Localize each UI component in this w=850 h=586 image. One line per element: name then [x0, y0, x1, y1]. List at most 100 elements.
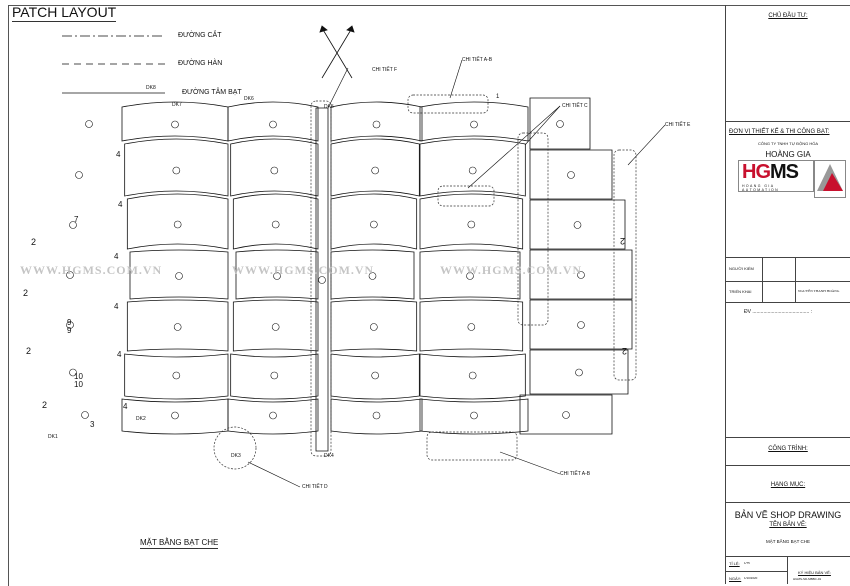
divider [762, 257, 763, 302]
fabric-panel[interactable] [126, 193, 229, 250]
seam-label: 4 [116, 150, 121, 159]
panel-number-marker [69, 221, 77, 229]
panel-number-marker [271, 220, 280, 229]
fabric-panel[interactable] [330, 249, 415, 300]
anchor-label: DK6 [244, 96, 254, 102]
detail-box-ab-top[interactable] [407, 94, 489, 114]
seam-label: 9 [67, 326, 72, 335]
fabric-panel[interactable] [232, 193, 319, 250]
callout-detail-e[interactable]: CHI TIẾT E [665, 122, 691, 128]
detail-box-e[interactable] [613, 149, 637, 381]
drawing-type: BẢN VẼ SHOP DRAWING [734, 510, 842, 520]
callout-detail-ab-bottom[interactable]: CHI TIẾT A-B [560, 471, 591, 477]
fabric-panel[interactable] [529, 299, 633, 350]
panel-number-marker [372, 411, 381, 420]
panel-number-marker [175, 272, 183, 280]
panel-number-marker [273, 272, 281, 280]
edge-label: 2 [26, 346, 32, 356]
logo-sub: HOANG GIA AUTOMATION [742, 184, 780, 192]
watermark: WWW.HGMS.COM.VN [20, 263, 163, 277]
fabric-panel[interactable] [227, 101, 319, 142]
fabric-panel[interactable] [227, 398, 319, 435]
panel-number-marker [269, 120, 277, 129]
seam-label: 10 [74, 372, 83, 381]
drafter-label: TRIỂN KHAI [729, 289, 752, 294]
fabric-panel[interactable] [235, 249, 319, 300]
anchor-label: DK3 [231, 453, 241, 459]
panel-group [66, 97, 633, 452]
detail-box-c[interactable] [437, 185, 495, 207]
scale-label: TỈ LỆ: [729, 561, 740, 566]
fabric-panel[interactable] [419, 299, 524, 352]
panel-number-marker [567, 171, 575, 179]
watermark: WWW.HGMS.COM.VN [232, 263, 375, 277]
fabric-panel[interactable] [315, 107, 329, 452]
fabric-panel[interactable] [124, 353, 229, 400]
designer-label: ĐƠN VỊ THIẾT KẾ & THI CÔNG BẠT: [729, 129, 830, 135]
fabric-panel[interactable] [230, 138, 319, 197]
fabric-panel[interactable] [419, 193, 524, 250]
detail-circle-d[interactable] [213, 426, 257, 470]
fabric-panel[interactable] [529, 97, 591, 150]
panel-number-marker [173, 323, 182, 331]
edge-label: 2 [622, 346, 628, 356]
fabric-panel[interactable] [529, 249, 633, 300]
fabric-panel[interactable] [419, 138, 526, 197]
callout-detail-c[interactable]: CHI TIẾT C [562, 103, 588, 109]
fabric-panel[interactable] [330, 299, 418, 352]
panel-number-marker [556, 120, 564, 128]
callout-detail-ab-top[interactable]: CHI TIẾT A-B [462, 57, 493, 63]
anchor-label: DK5 [324, 104, 334, 110]
callout-detail-f[interactable]: CHI TIẾT F [372, 67, 398, 73]
divider [726, 465, 850, 466]
fabric-panel[interactable] [529, 149, 613, 200]
fabric-panel[interactable] [126, 299, 229, 352]
panel-number-marker [467, 220, 476, 229]
seam-label: 10 [74, 380, 83, 389]
fabric-panel[interactable] [124, 138, 229, 197]
company-line: CÔNG TY TNHH TỰ ĐỘNG HÓA [757, 141, 818, 146]
legend-center-label: ĐƯỜNG TÂM BẠT [182, 89, 242, 96]
divider [726, 257, 850, 258]
seam-label: 4 [114, 302, 119, 311]
panel-number-marker [75, 171, 83, 179]
fabric-panel[interactable] [529, 349, 629, 395]
fabric-panel[interactable] [232, 299, 319, 352]
code-label: KÝ HIỆU BẢN VẼ: [798, 570, 831, 575]
panel-number-marker [370, 220, 378, 229]
detail-markers [213, 94, 637, 470]
fabric-panel[interactable] [529, 199, 626, 250]
callout-detail-d[interactable]: CHI TIẾT D [302, 484, 328, 490]
company-name: HOÀNG GIA [765, 150, 811, 159]
panel-number-marker [468, 371, 477, 380]
fabric-panel[interactable] [419, 398, 529, 435]
fabric-panel[interactable] [330, 398, 423, 435]
date-label: NGÀY: [729, 576, 742, 581]
fabric-panel[interactable] [519, 394, 613, 435]
fabric-panel[interactable] [419, 249, 521, 300]
fabric-panel[interactable] [129, 249, 229, 300]
logo-text-hg: HG [742, 161, 771, 183]
panel-number-marker [171, 120, 179, 129]
anchor-label: DK1 [48, 434, 58, 440]
fabric-panel[interactable] [330, 101, 423, 142]
divider [787, 556, 788, 584]
fabric-panel[interactable] [419, 353, 526, 400]
detail-box-ab-bottom[interactable] [426, 431, 518, 461]
anchor-label: DK7 [172, 102, 182, 108]
detail-strip-dk5[interactable] [310, 100, 332, 457]
fabric-panel[interactable] [419, 101, 529, 142]
drawing-name: MẶT BẰNG BẠT CHE [765, 539, 811, 544]
legend-cut-label: ĐƯỜNG CẮT [178, 32, 222, 39]
seam-label: 7 [74, 215, 79, 224]
fabric-panel[interactable] [330, 138, 420, 197]
fabric-panel[interactable] [330, 353, 420, 400]
panel-number-marker [66, 271, 74, 279]
panel-number-marker [577, 321, 585, 329]
fabric-panel[interactable] [330, 193, 418, 250]
fabric-panel[interactable] [230, 353, 319, 400]
panel-number-marker [66, 321, 74, 329]
divider [726, 437, 850, 438]
logo-text-ms: MS [770, 161, 799, 183]
page-title: PATCH LAYOUT [12, 4, 117, 22]
